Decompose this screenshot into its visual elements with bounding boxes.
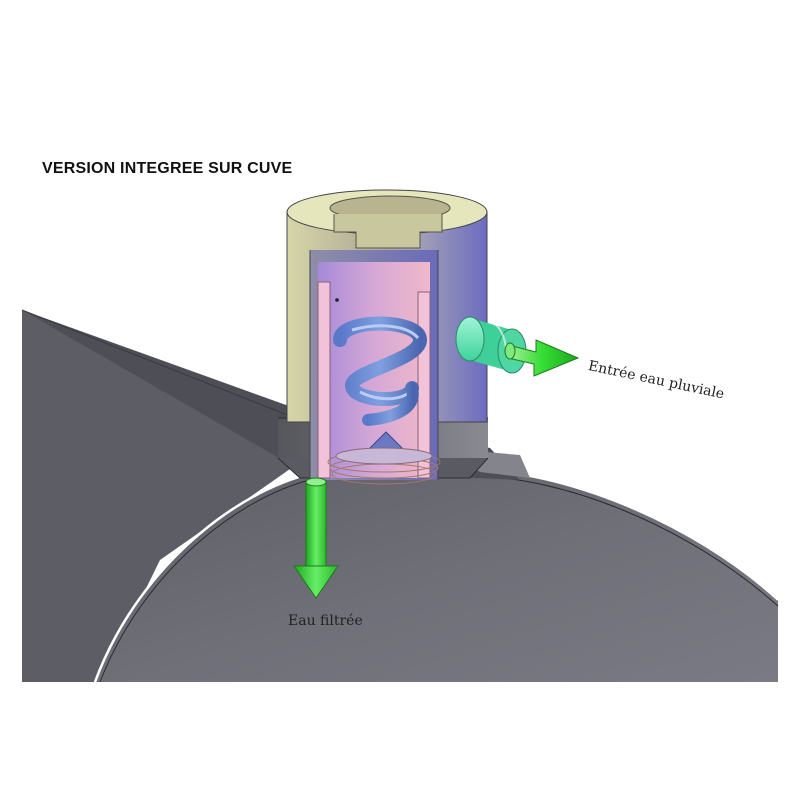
spiral-filter-icon (327, 298, 441, 485)
arrow-down-icon (293, 477, 339, 599)
cylinder-housing-icon (286, 189, 488, 480)
arrow-right-icon (504, 339, 580, 377)
diagram-title: VERSION INTEGREE SUR CUVE (42, 160, 293, 177)
outlet-label: Eau filtrée (288, 613, 363, 629)
